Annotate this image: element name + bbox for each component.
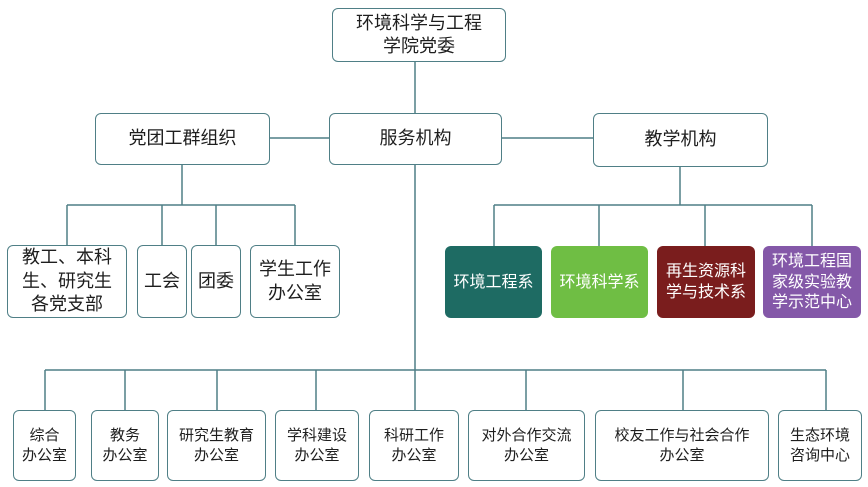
academic-affairs-line1: 教务 [109,426,140,444]
node-eco-environment-consulting-center: 生态环境 咨询中心 [778,410,862,481]
node-labor-union: 工会 [137,245,187,318]
node-root-line2: 学院党委 [383,36,455,57]
general-office-line1: 综合 [29,426,60,444]
party-branches-line2: 生、研究生 [22,270,112,292]
node-party-branches: 教工、本科 生、研究生 各党支部 [7,245,127,318]
discipline-line1: 学科建设 [286,426,347,444]
node-national-experimental-center: 环境工程国 家级实验教 学示范中心 [763,246,861,318]
node-student-affairs-office: 学生工作 办公室 [250,245,340,318]
student-affairs-line1: 学生工作 [259,259,331,281]
research-line1: 科研工作 [383,426,444,444]
dept-env-eng-label: 环境工程系 [453,271,534,291]
general-office-line2: 办公室 [21,445,67,464]
node-academic-affairs-office: 教务 办公室 [91,410,159,481]
party-branches-line1: 教工、本科 [22,247,112,269]
node-discipline-construction-office: 学科建设 办公室 [275,410,359,481]
graduate-edu-line2: 办公室 [193,445,239,464]
node-party-label: 党团工群组织 [128,128,237,150]
dept-renewable-line2: 学与技术系 [665,282,746,301]
academic-affairs-line2: 办公室 [102,445,148,464]
node-dept-environmental-engineering: 环境工程系 [445,246,542,318]
external-coop-line1: 对外合作交流 [481,426,572,444]
node-party-organizations: 党团工群组织 [95,113,270,165]
eco-consulting-line2: 咨询中心 [789,445,850,464]
graduate-edu-line1: 研究生教育 [178,426,254,444]
node-research-office: 科研工作 办公室 [369,410,459,481]
youth-league-label: 团委 [198,270,234,292]
node-graduate-education-office: 研究生教育 办公室 [167,410,266,481]
node-general-office: 综合 办公室 [13,410,76,481]
party-branches-line3: 各党支部 [31,294,103,316]
exp-center-line3: 学示范中心 [771,292,852,312]
node-service-institutions: 服务机构 [329,113,502,165]
dept-env-sci-label: 环境科学系 [559,271,640,291]
node-teaching-institutions: 教学机构 [593,113,768,167]
node-dept-environmental-science: 环境科学系 [551,246,648,318]
labor-union-label: 工会 [144,270,180,292]
eco-consulting-line1: 生态环境 [789,426,850,444]
alumni-line1: 校友工作与社会合作 [614,426,750,444]
external-coop-line2: 办公室 [503,445,549,464]
node-dept-renewable-resources: 再生资源科 学与技术系 [657,246,755,318]
dept-renewable-line1: 再生资源科 [665,261,746,281]
research-line2: 办公室 [391,445,437,464]
exp-center-line2: 家级实验教 [771,271,852,291]
exp-center-line1: 环境工程国 [771,250,852,270]
node-root-line1: 环境科学与工程 [356,12,482,34]
node-alumni-social-cooperation-office: 校友工作与社会合作 办公室 [595,410,769,481]
student-affairs-line2: 办公室 [268,282,322,304]
discipline-line2: 办公室 [294,445,340,464]
node-teaching-label: 教学机构 [644,129,717,151]
node-youth-league: 团委 [191,245,241,318]
alumni-line2: 办公室 [659,445,705,464]
node-root-college-party-committee: 环境科学与工程 学院党委 [332,8,506,62]
node-external-cooperation-office: 对外合作交流 办公室 [468,410,585,481]
node-service-label: 服务机构 [379,128,452,150]
